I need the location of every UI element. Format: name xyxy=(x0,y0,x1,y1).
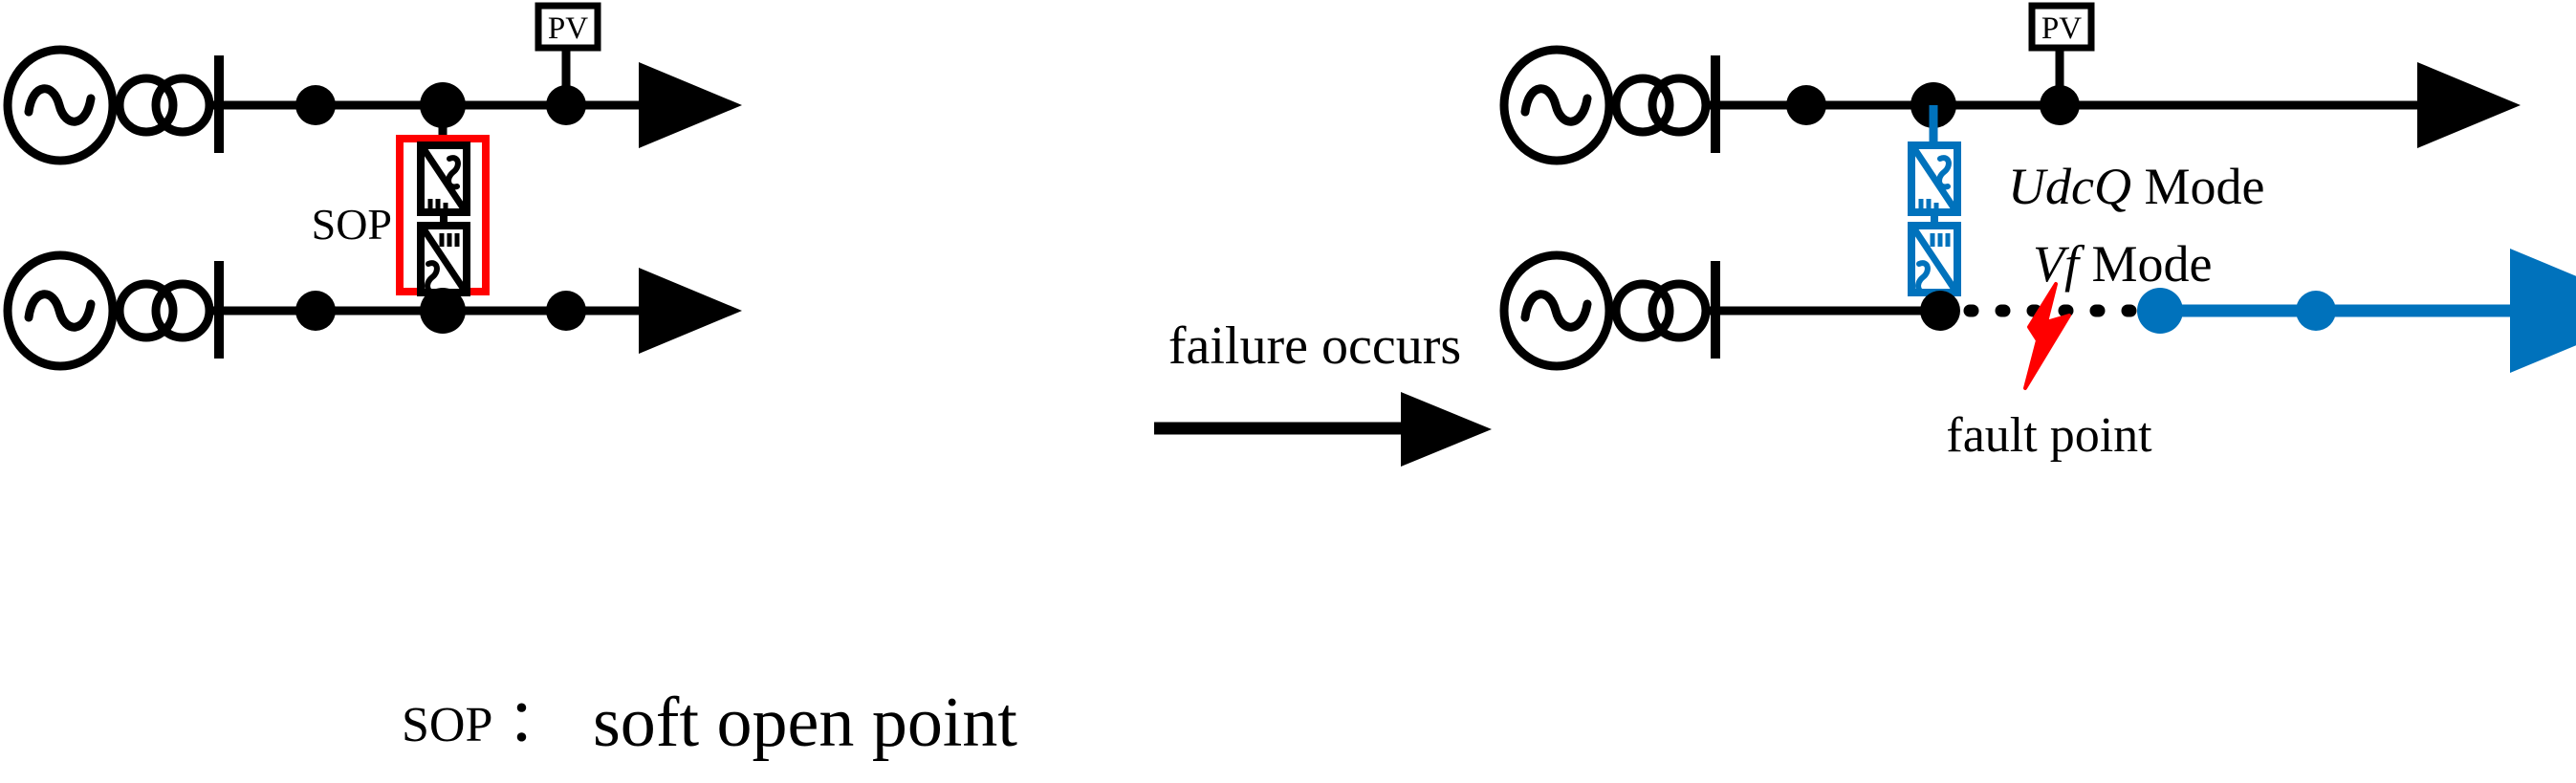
sop-assembly-left: SOP xyxy=(312,105,490,311)
load-node xyxy=(546,291,586,331)
transition-group: failure occurs xyxy=(1154,316,1492,467)
converter-lower-left xyxy=(417,222,470,296)
panel-before: PV xyxy=(3,2,742,371)
feeder-lower-left xyxy=(3,250,742,371)
feeder-upper-right: PV xyxy=(1499,2,2521,165)
tie-node xyxy=(420,288,466,334)
mode-udcq-roman: Mode xyxy=(2131,158,2264,215)
pv-box xyxy=(535,2,601,52)
mode-udcq-italic: UdcQ xyxy=(2008,158,2131,215)
converter-upper-left xyxy=(417,141,470,216)
sop-label: SOP xyxy=(312,200,392,249)
mode-vf-roman: Mode xyxy=(2079,235,2212,293)
load-node xyxy=(295,85,336,125)
transformer-icon xyxy=(1609,279,1711,342)
transition-arrow-head xyxy=(1401,392,1492,467)
panel-after: PV xyxy=(1499,2,2576,463)
feeder-upper-left: PV xyxy=(3,2,742,165)
pv-label: PV xyxy=(2041,11,2082,46)
mode-labels: UdcQ Mode Vf Mode xyxy=(2008,158,2264,293)
fault-point-icon xyxy=(2023,282,2071,390)
ac-source-icon xyxy=(3,250,118,371)
load-node-restored xyxy=(2296,291,2336,331)
mode-vf-label: Vf Mode xyxy=(2033,235,2212,293)
legend-separator: ： xyxy=(507,689,566,754)
legend-expansion: soft open point xyxy=(593,684,1017,762)
legend: SOP ： soft open point xyxy=(402,684,1017,762)
converter-lower-right xyxy=(1908,222,1961,296)
transformer-icon xyxy=(113,74,214,137)
ac-source-icon xyxy=(1499,250,1614,371)
transformer-icon xyxy=(1609,74,1711,137)
transformer-icon xyxy=(113,279,214,342)
mode-vf-italic: Vf xyxy=(2033,235,2085,293)
converter-upper-right xyxy=(1908,141,1961,216)
isolation-node xyxy=(1920,291,1960,331)
mode-udcq-label: UdcQ Mode xyxy=(2008,158,2264,215)
fault-point-label: fault point xyxy=(1946,408,2152,463)
load-node xyxy=(1786,85,1826,125)
sop-assembly-right xyxy=(1908,105,1961,311)
feeder-lower-right: fault point xyxy=(1499,249,2576,463)
load-node xyxy=(295,291,336,331)
ac-source-icon xyxy=(1499,45,1614,165)
transition-label: failure occurs xyxy=(1168,316,1461,376)
pv-box xyxy=(2028,2,2095,52)
legend-abbrev: SOP xyxy=(402,698,492,752)
ac-source-icon xyxy=(3,45,118,165)
pv-label: PV xyxy=(548,11,588,46)
